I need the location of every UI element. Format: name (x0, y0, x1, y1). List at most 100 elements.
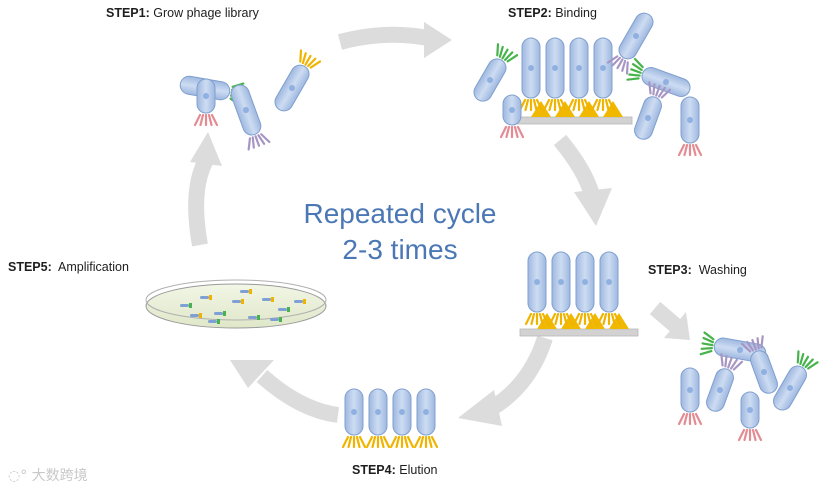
phage-step4-1 (341, 388, 367, 449)
phage-step2-bound-2-fringe (542, 98, 568, 112)
arrow-step4-to-step5-head (230, 360, 274, 388)
phage-step2-free-c-fringe (626, 57, 644, 81)
phage-washed-e-fringe (677, 412, 703, 426)
phage-step1-d-marker (203, 93, 209, 99)
phage-step3-bound-2-marker (558, 279, 564, 285)
phage-step2-free-f (499, 94, 525, 139)
phage-step3-bound-4-marker (606, 279, 612, 285)
step4-label: STEP4: Elution (352, 463, 437, 478)
phage-step4-2 (365, 388, 391, 449)
arrow-step4-to-step5-shaft (256, 369, 340, 423)
mini-phage-tip-5 (257, 315, 260, 320)
mini-phage-tip-1 (189, 303, 192, 308)
step3-prefix: STEP3: (648, 263, 692, 277)
phage-step4-4 (413, 388, 439, 449)
arrow-step1-to-step2 (337, 22, 452, 58)
phage-washed-c (706, 353, 744, 412)
phage-step1-b-fringe (299, 49, 322, 69)
arrow-step5-to-step1 (188, 132, 222, 247)
arrow-step3-to-step4-shaft (487, 335, 553, 415)
phage-step2-free-d-marker (645, 115, 651, 121)
cycle-arrows (188, 22, 690, 426)
phage-washed-b-fringe (796, 350, 819, 370)
mini-phage-8 (294, 300, 303, 303)
cycle-caption-line2: 2-3 times (342, 234, 458, 265)
phage-washed-b (773, 350, 819, 411)
mini-phage-6 (262, 298, 271, 301)
phage-step1-c-fringe (247, 133, 271, 151)
phage-step2-free-a (473, 43, 519, 102)
step5-prefix: STEP5: (8, 260, 52, 274)
phage-step3-bound-1-marker (534, 279, 540, 285)
arrow-washing-out-head (664, 312, 690, 340)
mini-phage-tip-2 (209, 295, 212, 300)
phage-washed-e-marker (687, 387, 693, 393)
step1-prefix: STEP1: (106, 6, 150, 20)
arrow-washing-out-shaft (649, 301, 682, 333)
mini-phage-5 (248, 316, 257, 319)
phage-step3-bound-4-fringe (596, 312, 622, 326)
phage-step2-bound-3-marker (576, 65, 582, 71)
mini-phage-tip-7 (287, 307, 290, 312)
phage-step3-bound-3-marker (582, 279, 588, 285)
phage-step3-bound-3-fringe (572, 312, 598, 326)
phage-step2-free-b-fringe (606, 55, 629, 75)
phage-step2-free-e-fringe (677, 143, 703, 157)
arrow-step1-to-step2-shaft (337, 26, 430, 50)
mini-phage-tip-4 (241, 299, 244, 304)
step4-prefix: STEP4: (352, 463, 396, 477)
mini-phage-1 (180, 304, 189, 307)
mini-phage-tip-12 (199, 313, 202, 318)
phage-step4-3-marker (399, 409, 405, 415)
phage-washed-b-marker (787, 385, 793, 391)
phage-step2-free-b-marker (633, 33, 639, 39)
phage-step1-b (274, 49, 322, 112)
phage-washed-a-fringe (699, 331, 715, 356)
mini-phage-tip-9 (217, 319, 220, 324)
watermark: ◌° 大数跨境 (8, 465, 88, 485)
phage-washed-d-fringe (740, 335, 764, 353)
phage-step3-bound-2-fringe (548, 312, 574, 326)
mini-phage-tip-3 (223, 311, 226, 316)
petri-dish-base (145, 283, 327, 329)
mini-phage-9 (208, 320, 217, 323)
plate-step3 (519, 328, 639, 337)
arrow-step3-to-step4-head (458, 390, 502, 426)
step2-label: STEP2: Binding (508, 6, 597, 21)
mini-phage-7 (278, 308, 287, 311)
arrow-step3-to-step4 (458, 335, 553, 426)
step2-prefix: STEP2: (508, 6, 552, 20)
phage-step4-4-fringe (413, 435, 439, 449)
phage-step2-bound-3-fringe (566, 98, 592, 112)
phage-step2-bound-4 (590, 37, 616, 112)
mini-phage-12 (190, 314, 199, 317)
phage-step3-bound-1-fringe (524, 312, 550, 326)
watermark-logo-icon: ◌° (8, 468, 28, 484)
mini-phage-11 (270, 318, 279, 321)
mini-phage-tip-11 (279, 317, 282, 322)
phage-step3-bound-1 (524, 251, 550, 326)
step3-text: Washing (698, 263, 747, 277)
step1-label: STEP1: Grow phage library (106, 6, 259, 21)
phage-washed-e (677, 367, 703, 426)
phage-step2-free-a-marker (487, 77, 493, 83)
phage-washed-c-marker (717, 387, 723, 393)
phage-step2-free-e (677, 96, 703, 157)
phage-step1-d (193, 78, 219, 127)
phage-step1-d-fringe (193, 113, 219, 127)
plate-step2 (513, 116, 633, 125)
mini-phage-2 (200, 296, 209, 299)
phage-step2-bound-4-marker (600, 65, 606, 71)
phage-step4-1-fringe (341, 435, 367, 449)
phage-step3-bound-2 (548, 251, 574, 326)
cycle-caption-line1: Repeated cycle (303, 198, 497, 229)
phage-step3-bound-3 (572, 251, 598, 326)
mini-phage-tip-6 (271, 297, 274, 302)
step5-text: Amplification (58, 260, 129, 274)
step1-text: Grow phage library (153, 6, 259, 20)
phage-step2-free-d (634, 81, 672, 140)
step4-text: Elution (399, 463, 438, 477)
phage-step2-free-c (626, 57, 691, 97)
mini-phage-3 (214, 312, 223, 315)
